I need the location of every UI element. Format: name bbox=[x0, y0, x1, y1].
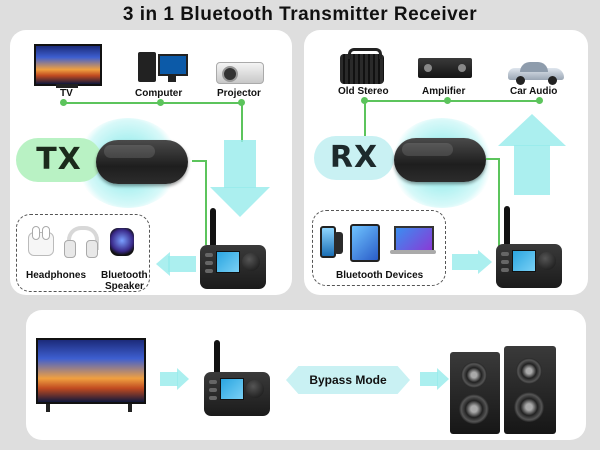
tx-connector-line bbox=[63, 102, 243, 104]
tx-device-line bbox=[205, 160, 207, 245]
bluetooth-receiver-capsule bbox=[394, 138, 486, 182]
right-arrow-icon bbox=[160, 372, 178, 386]
amplifier-label: Amplifier bbox=[422, 86, 466, 97]
rx-badge: RX bbox=[314, 136, 394, 180]
antenna-icon bbox=[214, 340, 220, 380]
right-arrow-head bbox=[177, 368, 189, 390]
up-arrow-head bbox=[498, 114, 566, 146]
phone-icon bbox=[320, 226, 344, 258]
connector-dot bbox=[60, 99, 67, 106]
up-arrow-icon bbox=[514, 145, 550, 195]
tv-icon bbox=[34, 44, 104, 94]
computer-icon bbox=[138, 52, 188, 88]
connector-dot bbox=[536, 97, 543, 104]
rx-connector-line bbox=[364, 100, 366, 140]
rx-device-line bbox=[486, 158, 500, 160]
tx-connector-line bbox=[241, 102, 243, 142]
connector-dot bbox=[238, 99, 245, 106]
tx-panel: TV Computer Projector TX Headphones Blue… bbox=[10, 30, 292, 295]
right-arrow-head bbox=[437, 368, 449, 390]
bypass-device bbox=[204, 372, 270, 416]
rx-connector-line bbox=[364, 100, 539, 102]
antenna-icon bbox=[210, 208, 216, 250]
stereo-icon bbox=[340, 48, 386, 84]
page-title: 3 in 1 Bluetooth Transmitter Receiver bbox=[122, 4, 478, 25]
bookshelf-speakers-icon bbox=[450, 344, 560, 436]
headphones-icon bbox=[64, 226, 99, 258]
rx-panel: Old Stereo Amplifier Car Audio RX Blueto… bbox=[304, 30, 588, 295]
tv-icon bbox=[36, 338, 148, 418]
bypass-panel: Bypass Mode bbox=[26, 310, 586, 440]
connector-dot bbox=[444, 97, 451, 104]
amplifier-icon bbox=[418, 58, 474, 80]
tx-badge: TX bbox=[16, 138, 102, 182]
old-stereo-label: Old Stereo bbox=[338, 86, 389, 97]
projector-label: Projector bbox=[217, 88, 261, 99]
connector-dot bbox=[157, 99, 164, 106]
receiver-device bbox=[496, 244, 562, 288]
left-arrow-icon bbox=[168, 256, 196, 272]
bluetooth-transmitter-capsule bbox=[96, 140, 188, 184]
bluetooth-speaker-label-line2: Speaker bbox=[105, 281, 144, 292]
speaker-icon bbox=[110, 228, 136, 258]
transmitter-device bbox=[200, 245, 266, 289]
car-audio-label: Car Audio bbox=[510, 86, 558, 97]
tv-label: TV bbox=[60, 88, 73, 99]
bluetooth-speaker-label-line1: Bluetooth bbox=[101, 270, 148, 281]
tablet-icon bbox=[350, 224, 380, 262]
right-arrow-head bbox=[478, 250, 492, 274]
bluetooth-devices-label: Bluetooth Devices bbox=[336, 270, 424, 281]
antenna-icon bbox=[504, 206, 510, 250]
car-icon bbox=[508, 60, 566, 85]
right-arrow-icon bbox=[452, 254, 478, 270]
computer-label: Computer bbox=[135, 88, 183, 99]
headphones-label: Headphones bbox=[26, 270, 87, 281]
tx-device-line bbox=[192, 160, 206, 162]
down-arrow-icon bbox=[224, 140, 256, 188]
bypass-mode-arrow bbox=[286, 366, 410, 394]
laptop-icon bbox=[390, 226, 436, 258]
left-arrow-head bbox=[156, 252, 170, 276]
rx-device-line bbox=[498, 158, 500, 246]
projector-icon bbox=[216, 58, 266, 84]
right-arrow-icon bbox=[420, 372, 438, 386]
down-arrow-head bbox=[210, 187, 270, 217]
connector-dot bbox=[361, 97, 368, 104]
earbuds-icon bbox=[26, 226, 54, 256]
bypass-mode-label: Bypass Mode bbox=[309, 373, 387, 387]
